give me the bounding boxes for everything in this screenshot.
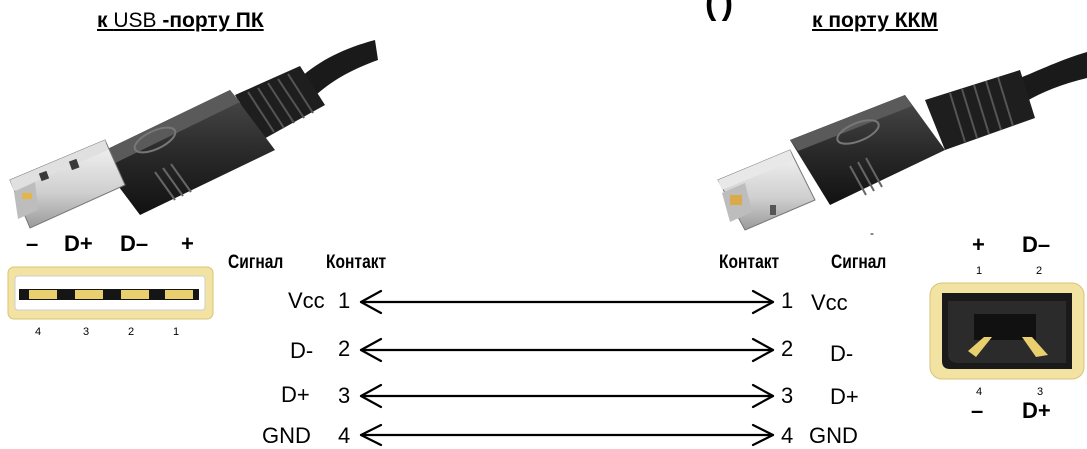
left-signal-header: Сигнал: [228, 252, 284, 273]
left-signal-dplus: D+: [281, 382, 310, 407]
usb-b-label-gnd: –: [971, 398, 984, 423]
usb-a-label-dplus: D+: [64, 231, 93, 256]
arrow-dplus: [359, 383, 775, 409]
left-signal-dminus: D-: [290, 338, 314, 363]
usb-a-pin-3: 3: [83, 326, 90, 338]
usb-b-label-vcc: +: [972, 232, 985, 257]
usb-a-label-dminus: D–: [120, 231, 149, 256]
header-usb-pc-suffix: -порту ПК: [156, 9, 264, 32]
left-pin-2: 2: [338, 336, 351, 361]
left-signal-vcc: Vcc: [288, 288, 325, 313]
stray-mark: -: [870, 226, 874, 240]
header-partial-parens: ( ): [705, 0, 733, 22]
usb-b-label-dplus: D+: [1022, 398, 1051, 423]
usb-a-pin-1: 1: [173, 326, 180, 338]
left-pin-3: 3: [338, 383, 351, 408]
usb-a-label-gnd: –: [26, 231, 39, 256]
right-signal-header: Сигнал: [831, 252, 887, 273]
usb-b-label-dminus: D–: [1022, 232, 1051, 257]
usb-b-pin-1: 1: [976, 265, 983, 277]
usb-a-pin-2: 2: [128, 326, 135, 338]
right-signal-gnd: GND: [809, 423, 858, 448]
left-pin-4: 4: [338, 423, 351, 448]
left-pin-1: 1: [338, 288, 351, 313]
right-signal-dminus: D-: [830, 341, 854, 366]
usb-b-socket-image: [929, 282, 1085, 380]
usb-b-pin-2: 2: [1036, 265, 1043, 277]
right-pin-1: 1: [781, 288, 794, 313]
arrow-gnd: [359, 423, 775, 447]
header-kkm-port: к порту ККМ: [812, 9, 938, 32]
header-usb-label: USB: [113, 9, 157, 32]
usb-a-label-vcc: +: [181, 231, 194, 256]
header-usb-pc-prefix: к: [97, 9, 114, 32]
right-signal-dplus: D+: [830, 384, 859, 409]
right-pin-4: 4: [781, 423, 794, 448]
right-pin-2: 2: [781, 336, 794, 361]
right-signal-vcc: Vcc: [811, 290, 848, 315]
usb-b-pin-4: 4: [976, 386, 983, 398]
right-pin-3: 3: [781, 383, 794, 408]
usb-a-socket-image: [7, 266, 214, 320]
arrow-dminus: [359, 337, 775, 363]
left-signal-gnd: GND: [262, 423, 311, 448]
arrow-vcc: [359, 289, 775, 315]
left-contact-header: Контакт: [326, 252, 387, 273]
header-usb-pc: к USB -порту ПК: [97, 9, 264, 33]
usb-b-pin-3: 3: [1037, 386, 1044, 398]
usb-a-pin-4: 4: [35, 326, 42, 338]
right-contact-header: Контакт: [719, 252, 780, 273]
